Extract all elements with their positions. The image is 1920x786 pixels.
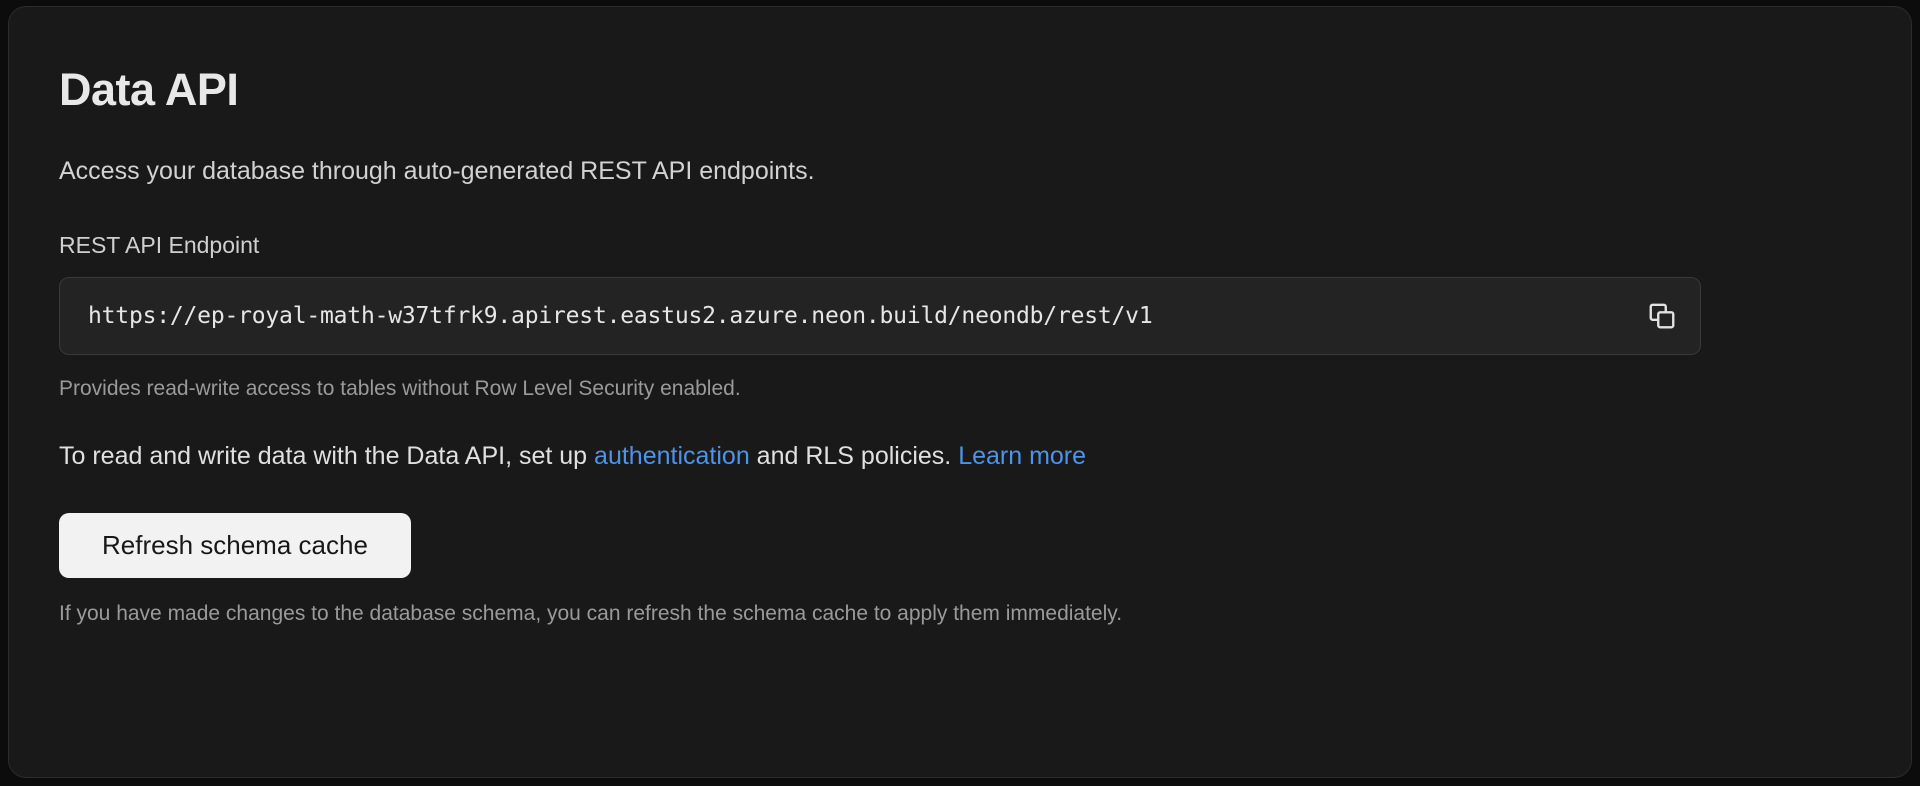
card-description: Access your database through auto-genera… xyxy=(59,156,815,185)
refresh-footnote: If you have made changes to the database… xyxy=(59,601,1123,625)
learn-more-link[interactable]: Learn more xyxy=(958,442,1087,471)
refresh-schema-cache-button[interactable]: Refresh schema cache xyxy=(59,512,411,578)
endpoint-field-group xyxy=(59,277,1701,355)
authentication-link[interactable]: authentication xyxy=(594,442,750,471)
rls-text-before: To read and write data with the Data API… xyxy=(59,442,595,471)
endpoint-url-input[interactable] xyxy=(60,303,1624,329)
page-title: Data API xyxy=(59,64,239,115)
rls-text-middle: and RLS policies. xyxy=(749,442,959,471)
data-api-card: Data API Access your database through au… xyxy=(8,6,1912,778)
copy-icon xyxy=(1647,301,1677,331)
endpoint-helper-text: Provides read-write access to tables wit… xyxy=(59,377,741,400)
rest-api-endpoint-label: REST API Endpoint xyxy=(59,232,260,258)
copy-endpoint-button[interactable] xyxy=(1624,277,1700,355)
rls-instruction-line: To read and write data with the Data API… xyxy=(59,440,1861,473)
